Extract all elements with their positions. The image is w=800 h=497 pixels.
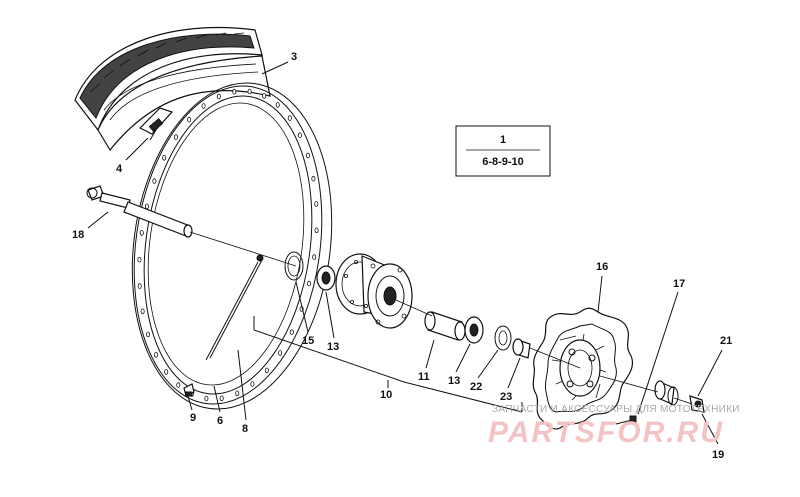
oil-seal	[494, 325, 512, 351]
rim-hole	[201, 103, 206, 109]
rim-hole	[204, 395, 209, 402]
rim-hole	[232, 88, 237, 95]
callout-6: 6	[217, 415, 223, 427]
rim-hole	[287, 115, 292, 121]
bracket-10	[253, 316, 523, 413]
rim-hole	[250, 381, 255, 387]
rim-hole	[235, 390, 240, 397]
callout-11: 11	[418, 371, 430, 383]
watermark-caption: ЗАПЧАСТИ И АКСЕССУАРЫ ДЛЯ МОТОТЕХНИКИ	[492, 404, 740, 415]
callout-13-left: 13	[327, 341, 339, 353]
spoke	[205, 254, 264, 361]
callout-18: 18	[72, 229, 84, 241]
callout-labels: 3 4 18 6 8 9 15 13 10 11 13 22 23 16 17 …	[72, 51, 732, 461]
callout-10: 10	[380, 389, 392, 401]
callout-15: 15	[302, 335, 314, 347]
rim-hole	[307, 280, 312, 287]
axle	[86, 185, 193, 238]
bearing-left	[316, 265, 336, 291]
rim-hole	[278, 350, 283, 356]
circlip	[284, 251, 304, 281]
rim-hole	[262, 93, 267, 99]
rim-hole	[173, 134, 178, 140]
callout-17: 17	[673, 278, 685, 290]
rim-hole	[146, 331, 151, 338]
callout-1: 1	[500, 134, 506, 146]
rim-hole	[305, 152, 310, 159]
rim-hole	[264, 367, 269, 374]
rim-hole	[314, 201, 319, 207]
callout-21: 21	[720, 335, 732, 347]
rim-hole	[275, 102, 280, 108]
rim-hole	[289, 329, 294, 336]
rim-hole	[312, 254, 317, 260]
callout-23: 23	[500, 391, 512, 403]
callout-13-right: 13	[448, 375, 460, 387]
callout-19: 19	[712, 449, 724, 461]
axle-nut	[689, 395, 705, 413]
rim-hole	[297, 132, 302, 139]
brake-disc	[532, 307, 634, 430]
wheel-rim	[131, 82, 333, 410]
callout-9: 9	[190, 412, 196, 424]
assembly-center-lines	[189, 231, 693, 405]
rim-hole	[164, 369, 169, 375]
rim-hole	[311, 175, 316, 182]
bearing-right	[464, 316, 484, 344]
tire	[74, 27, 271, 152]
callout-3: 3	[291, 51, 297, 63]
right-spacer	[654, 380, 679, 406]
assembly-legend-box: 1 6-8-9-10	[455, 125, 551, 177]
rim-hole	[176, 382, 181, 388]
rim-hole	[216, 93, 221, 100]
rim-hole	[144, 203, 149, 210]
disc-bolt	[615, 415, 637, 425]
leader-lines	[87, 61, 723, 445]
spoke-nipple	[183, 383, 195, 397]
watermark: ЗАПЧАСТИ И АКСЕССУАРЫ ДЛЯ МОТОТЕХНИКИ PA…	[488, 404, 740, 449]
rim-hole	[154, 351, 159, 358]
rim-hole	[314, 227, 319, 234]
spacer-right	[512, 338, 531, 359]
rim-hole	[140, 308, 145, 315]
rim-spoke-holes	[137, 88, 319, 402]
rim-hole	[137, 283, 142, 289]
rim-hole	[152, 178, 157, 184]
callout-8: 8	[242, 423, 248, 435]
watermark-brand: PARTSFOR.RU	[488, 416, 724, 449]
rim-hole	[162, 155, 167, 161]
spacer	[424, 311, 466, 341]
rim-hole	[137, 256, 142, 263]
wheel-hub	[335, 253, 413, 329]
callout-4: 4	[116, 163, 123, 175]
callout-16: 16	[596, 261, 608, 273]
rim-hole	[219, 395, 224, 402]
rim-hole	[187, 116, 192, 123]
rim-hole	[247, 88, 252, 95]
rim-strip-valve	[138, 107, 174, 141]
callout-22: 22	[470, 381, 482, 393]
rim-hole	[139, 230, 144, 236]
callout-1-sub: 6-8-9-10	[482, 156, 524, 168]
